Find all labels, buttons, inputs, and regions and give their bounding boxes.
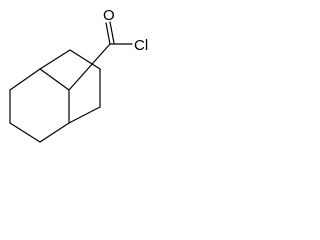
bond-c8-c7 bbox=[69, 49, 101, 70]
chlorine-atom-label: Cl bbox=[134, 37, 148, 54]
chemical-structure-diagram: O Cl bbox=[9, 7, 148, 143]
bond-c6-c5 bbox=[68, 106, 101, 124]
bond-carbonyl-oxygen-1 bbox=[105, 22, 111, 45]
bond-c9-c1 bbox=[39, 68, 70, 91]
bond-carbonyl-oxygen-2 bbox=[109, 21, 115, 44]
bond-c1-c8 bbox=[39, 49, 71, 70]
bond-c4-c5 bbox=[39, 122, 70, 143]
bond-c9-carbonyl bbox=[68, 43, 111, 91]
bond-c1-c2 bbox=[9, 68, 41, 91]
bond-c3-c4 bbox=[9, 122, 41, 143]
oxygen-atom-label: O bbox=[103, 7, 115, 24]
